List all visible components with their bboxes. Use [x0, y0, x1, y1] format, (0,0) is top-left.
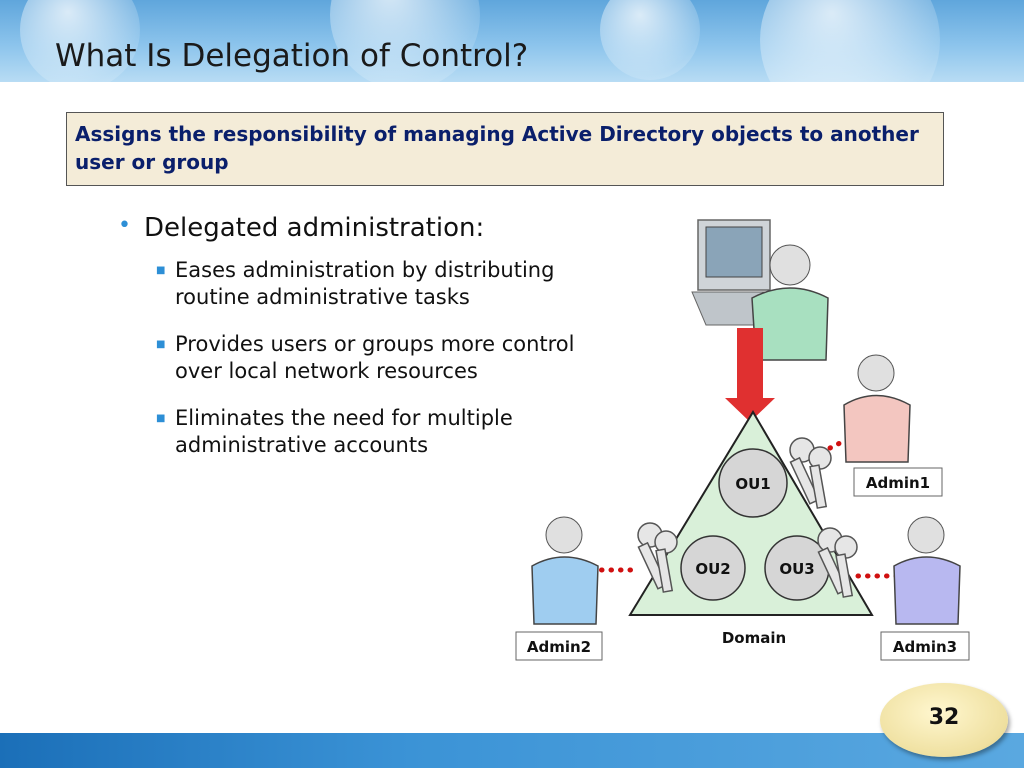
- definition-text: Assigns the responsibility of managing A…: [75, 122, 919, 174]
- square-bullet-icon: ■: [156, 265, 166, 276]
- key-icon: [817, 527, 858, 598]
- admin2-label-box: [515, 631, 603, 661]
- admin3-label: Admin3: [893, 638, 957, 656]
- header-decoration: [760, 0, 940, 82]
- bullet-list: • Delegated administration: ■ Eases admi…: [118, 213, 628, 479]
- admin2-user-icon: [531, 516, 599, 625]
- header-decoration: [20, 0, 140, 82]
- page-number: 32: [928, 705, 960, 730]
- ou1-node: OU1: [718, 448, 788, 518]
- sub-bullet: ■ Eliminates the need for multiple admin…: [156, 405, 628, 459]
- definition-box: Assigns the responsibility of managing A…: [66, 112, 944, 186]
- sub-bullet-text: Eliminates the need for multiple adminis…: [175, 406, 513, 457]
- admin3-label-box: [880, 631, 970, 661]
- square-bullet-icon: ■: [156, 339, 166, 350]
- sub-bullet: ■ Eases administration by distributing r…: [156, 257, 628, 311]
- key-icon: [789, 437, 832, 509]
- square-bullet-icon: ■: [156, 413, 166, 424]
- header-decoration: [600, 0, 700, 80]
- ou1-label: OU1: [735, 475, 770, 493]
- sub-bullet: ■ Provides users or groups more control …: [156, 331, 628, 385]
- bullet-main-text: Delegated administration:: [144, 213, 485, 243]
- admin1-label: Admin1: [866, 474, 930, 492]
- admin2-label: Admin2: [527, 638, 591, 656]
- admin3-user-icon: [893, 516, 961, 625]
- ou3-label: OU3: [779, 560, 814, 578]
- delegating-user-icon: [751, 244, 829, 361]
- domain-label: Domain: [722, 629, 786, 647]
- computer-icon: [691, 219, 777, 326]
- admin1-label-box: [853, 467, 943, 497]
- ou2-node: OU2: [680, 535, 746, 601]
- delegation-diagram: OU1 OU2 OU3 Domain Admin1 Admin2: [515, 219, 970, 661]
- ou3-node: OU3: [764, 535, 830, 601]
- header-band: [0, 0, 1024, 82]
- sub-bullet-text: Eases administration by distributing rou…: [175, 258, 555, 309]
- page-number-badge: 32: [880, 683, 1008, 757]
- admin1-user-icon: [843, 354, 911, 463]
- bullet-dot-icon: •: [118, 213, 131, 238]
- bullet-main: • Delegated administration:: [118, 213, 628, 243]
- key-icon: [637, 522, 678, 593]
- slide-title: What Is Delegation of Control?: [55, 38, 529, 74]
- delegation-arrow: [725, 328, 775, 422]
- sub-bullet-text: Provides users or groups more control ov…: [175, 332, 575, 383]
- header-decoration: [330, 0, 480, 82]
- footer-band: [0, 733, 1024, 768]
- ou2-label: OU2: [695, 560, 730, 578]
